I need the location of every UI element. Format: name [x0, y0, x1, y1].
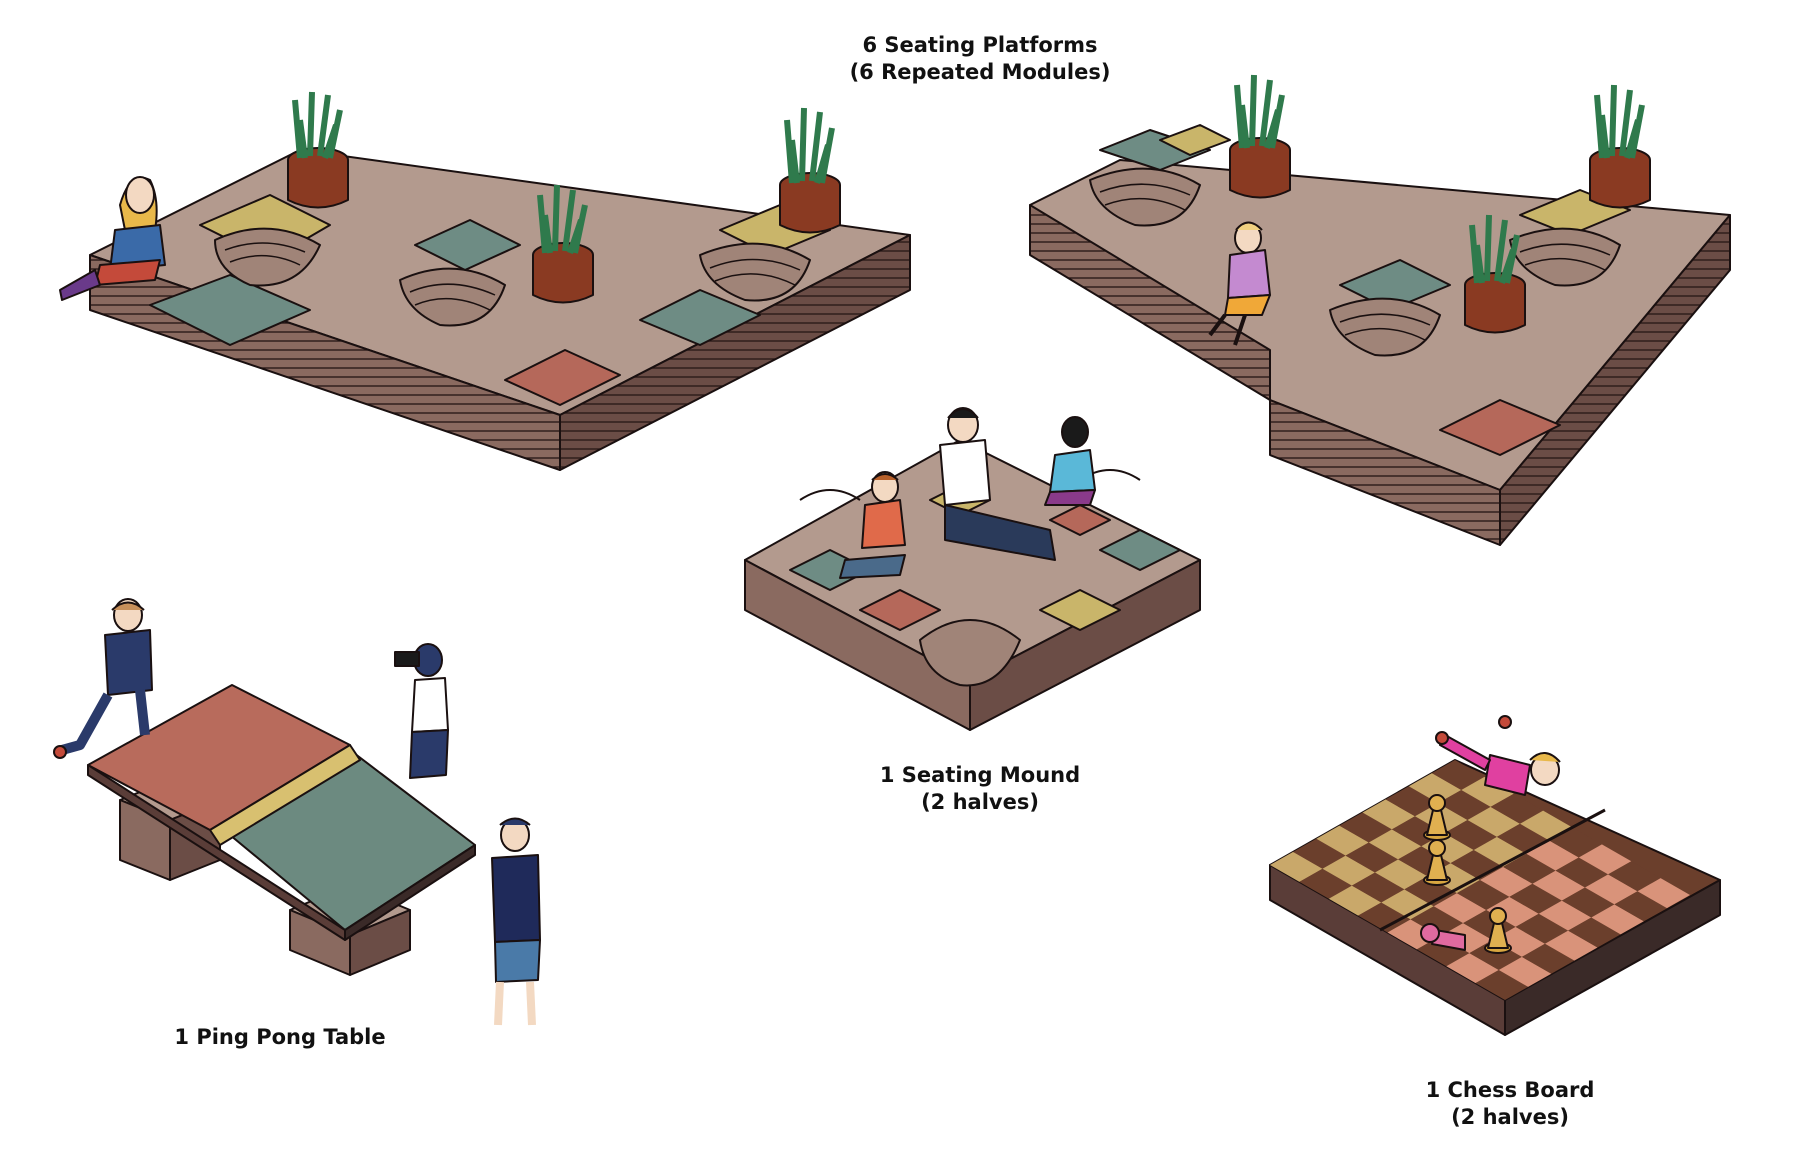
chess-square [1555, 857, 1609, 888]
planter [1464, 214, 1526, 334]
label-seating-mound-title: 1 Seating Mound [879, 763, 1081, 787]
chess-square [1358, 902, 1411, 933]
chess-square [1486, 896, 1539, 927]
chess-square [1591, 904, 1644, 935]
chess-square [1375, 859, 1428, 890]
chess-board [1269, 715, 1721, 1036]
chess-square [1456, 880, 1510, 910]
chess-square [1585, 874, 1638, 905]
seating-platform-group-right [1029, 74, 1731, 546]
label-ping-pong-title: 1 Ping Pong Table [174, 1025, 386, 1049]
label-chess-board-title: 1 Chess Board [1425, 1078, 1595, 1102]
planter [1589, 84, 1651, 209]
seat-module [149, 194, 331, 346]
label-seating-mound-subtitle: (2 halves) [921, 790, 1039, 814]
label-seating-platforms-subtitle: (6 Repeated Modules) [849, 60, 1111, 84]
label-seating-platforms: 6 Seating Platforms (6 Repeated Modules) [780, 32, 1180, 86]
mound-front-right [969, 559, 1201, 731]
platform-base-side [559, 234, 911, 471]
label-seating-platforms-title: 6 Seating Platforms [862, 33, 1098, 57]
chess-square [1578, 844, 1632, 875]
chess-square [1328, 885, 1382, 916]
planter [532, 184, 594, 304]
person-player-left [53, 598, 153, 759]
platform-base-side [1499, 214, 1731, 546]
person-player-right [491, 817, 541, 1026]
chess-square [1467, 806, 1520, 837]
person-boy-sitting [839, 471, 906, 579]
seat-module [399, 219, 621, 406]
chess-square [1316, 825, 1369, 856]
chess-square [1440, 923, 1493, 954]
chess-square [1549, 827, 1602, 858]
chess-square [1322, 855, 1375, 886]
chess-square [1351, 872, 1405, 903]
planter [287, 91, 349, 209]
chess-square [1368, 829, 1422, 860]
seating-platform-group-left [59, 91, 911, 471]
table-net [209, 744, 361, 846]
planter [779, 107, 841, 234]
chess-square [1475, 970, 1529, 1000]
planter [1229, 74, 1291, 199]
chess-square [1438, 790, 1491, 820]
chess-square [1408, 773, 1462, 804]
chess-square [1545, 930, 1598, 961]
chess-square [1503, 853, 1556, 884]
chess-square [1299, 868, 1352, 899]
chess-square [1433, 893, 1487, 924]
chess-square [1509, 883, 1562, 914]
chess-square [1526, 840, 1579, 871]
chess-square [1404, 876, 1457, 907]
label-ping-pong-table: 1 Ping Pong Table [130, 1024, 430, 1051]
chess-square [1568, 917, 1621, 948]
chess-square [1480, 866, 1533, 897]
seating-mound [744, 407, 1201, 731]
chess-pawn [1423, 794, 1451, 841]
chess-pawn [1484, 907, 1512, 954]
chess-square [1515, 913, 1569, 944]
chess-square [1469, 940, 1522, 970]
chess-square [1521, 943, 1575, 974]
chess-square [1561, 887, 1615, 918]
person-girl-sitting [1044, 416, 1096, 506]
chess-square [1614, 891, 1667, 922]
chess-square [1490, 793, 1544, 824]
chess-square [1339, 812, 1392, 843]
person-player-camera [394, 643, 449, 779]
chess-square [1270, 851, 1323, 882]
person-woman-sitting [59, 176, 166, 301]
chess-square [1538, 900, 1592, 931]
label-chess-board-subtitle: (2 halves) [1451, 1105, 1569, 1129]
chess-square [1637, 878, 1690, 909]
chess-square [1410, 906, 1464, 937]
chess-square [1532, 870, 1585, 901]
chess-square [1461, 776, 1514, 807]
person-child-sitting [1208, 221, 1271, 346]
chess-square [1498, 956, 1552, 987]
chess-square [1293, 838, 1346, 869]
chess-board-front-right [1504, 879, 1721, 1036]
label-chess-board: 1 Chess Board (2 halves) [1360, 1077, 1660, 1131]
chess-square [1444, 820, 1497, 850]
chess-square [1345, 842, 1399, 873]
chess-square [1385, 786, 1439, 817]
chess-pawn-fallen [1420, 923, 1466, 951]
label-seating-mound: 1 Seating Mound (2 halves) [830, 762, 1130, 816]
chess-square [1381, 889, 1434, 920]
person-girl-lying [1435, 715, 1561, 796]
chess-square [1446, 953, 1499, 984]
person-man-sitting-phone [939, 407, 1056, 561]
ping-pong-table [53, 598, 541, 1026]
chess-square [1416, 936, 1470, 967]
chess-square [1431, 760, 1485, 790]
chess-square [1608, 861, 1661, 892]
chess-square [1362, 799, 1415, 830]
